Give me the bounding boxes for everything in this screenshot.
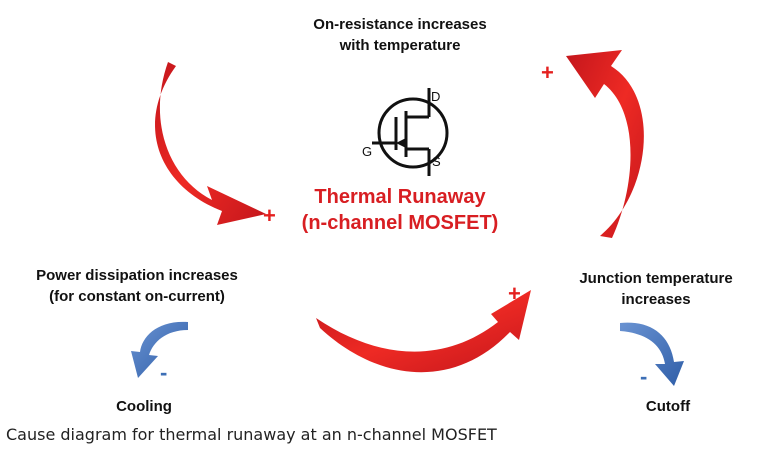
cooling-arrow bbox=[131, 321, 188, 378]
plus-sign-top-right: + bbox=[541, 60, 554, 85]
node-on-resistance-line2: with temperature bbox=[339, 37, 461, 54]
arrow-power-to-junction bbox=[316, 290, 531, 373]
mosfet-symbol bbox=[372, 88, 449, 176]
node-on-resistance: On-resistance increases with temperature bbox=[280, 14, 520, 56]
center-title: Thermal Runaway (n-channel MOSFET) bbox=[250, 184, 550, 236]
gate-label: G bbox=[362, 144, 372, 159]
drain-label: D bbox=[431, 89, 440, 104]
figure-caption: Cause diagram for thermal runaway at an … bbox=[6, 425, 497, 444]
center-title-line2: (n-channel MOSFET) bbox=[301, 212, 499, 234]
cutoff-arrow bbox=[620, 322, 684, 386]
node-cooling: Cooling bbox=[116, 398, 172, 415]
source-label: S bbox=[432, 154, 441, 169]
plus-sign-bottom: + bbox=[508, 281, 521, 306]
node-junction-temperature-line2: increases bbox=[621, 291, 691, 308]
node-power-dissipation: Power dissipation increases (for constan… bbox=[4, 265, 270, 307]
node-junction-temperature-line1: Junction temperature bbox=[579, 270, 733, 287]
mosfet-arrowhead bbox=[396, 138, 406, 148]
node-cutoff: Cutoff bbox=[645, 398, 691, 415]
plus-sign-left: + bbox=[263, 203, 276, 228]
node-power-dissipation-line1: Power dissipation increases bbox=[36, 267, 238, 284]
node-on-resistance-line1: On-resistance increases bbox=[313, 16, 487, 33]
node-junction-temperature: Junction temperature increases bbox=[556, 268, 756, 310]
arrow-junction-to-resistance bbox=[566, 50, 644, 238]
arrow-resistance-to-power bbox=[155, 62, 266, 225]
mosfet-circle bbox=[377, 97, 449, 169]
minus-sign-cooling: - bbox=[160, 360, 168, 385]
node-power-dissipation-line2: (for constant on-current) bbox=[49, 288, 225, 305]
minus-sign-cutoff: - bbox=[640, 364, 648, 389]
center-title-line1: Thermal Runaway bbox=[314, 186, 486, 208]
